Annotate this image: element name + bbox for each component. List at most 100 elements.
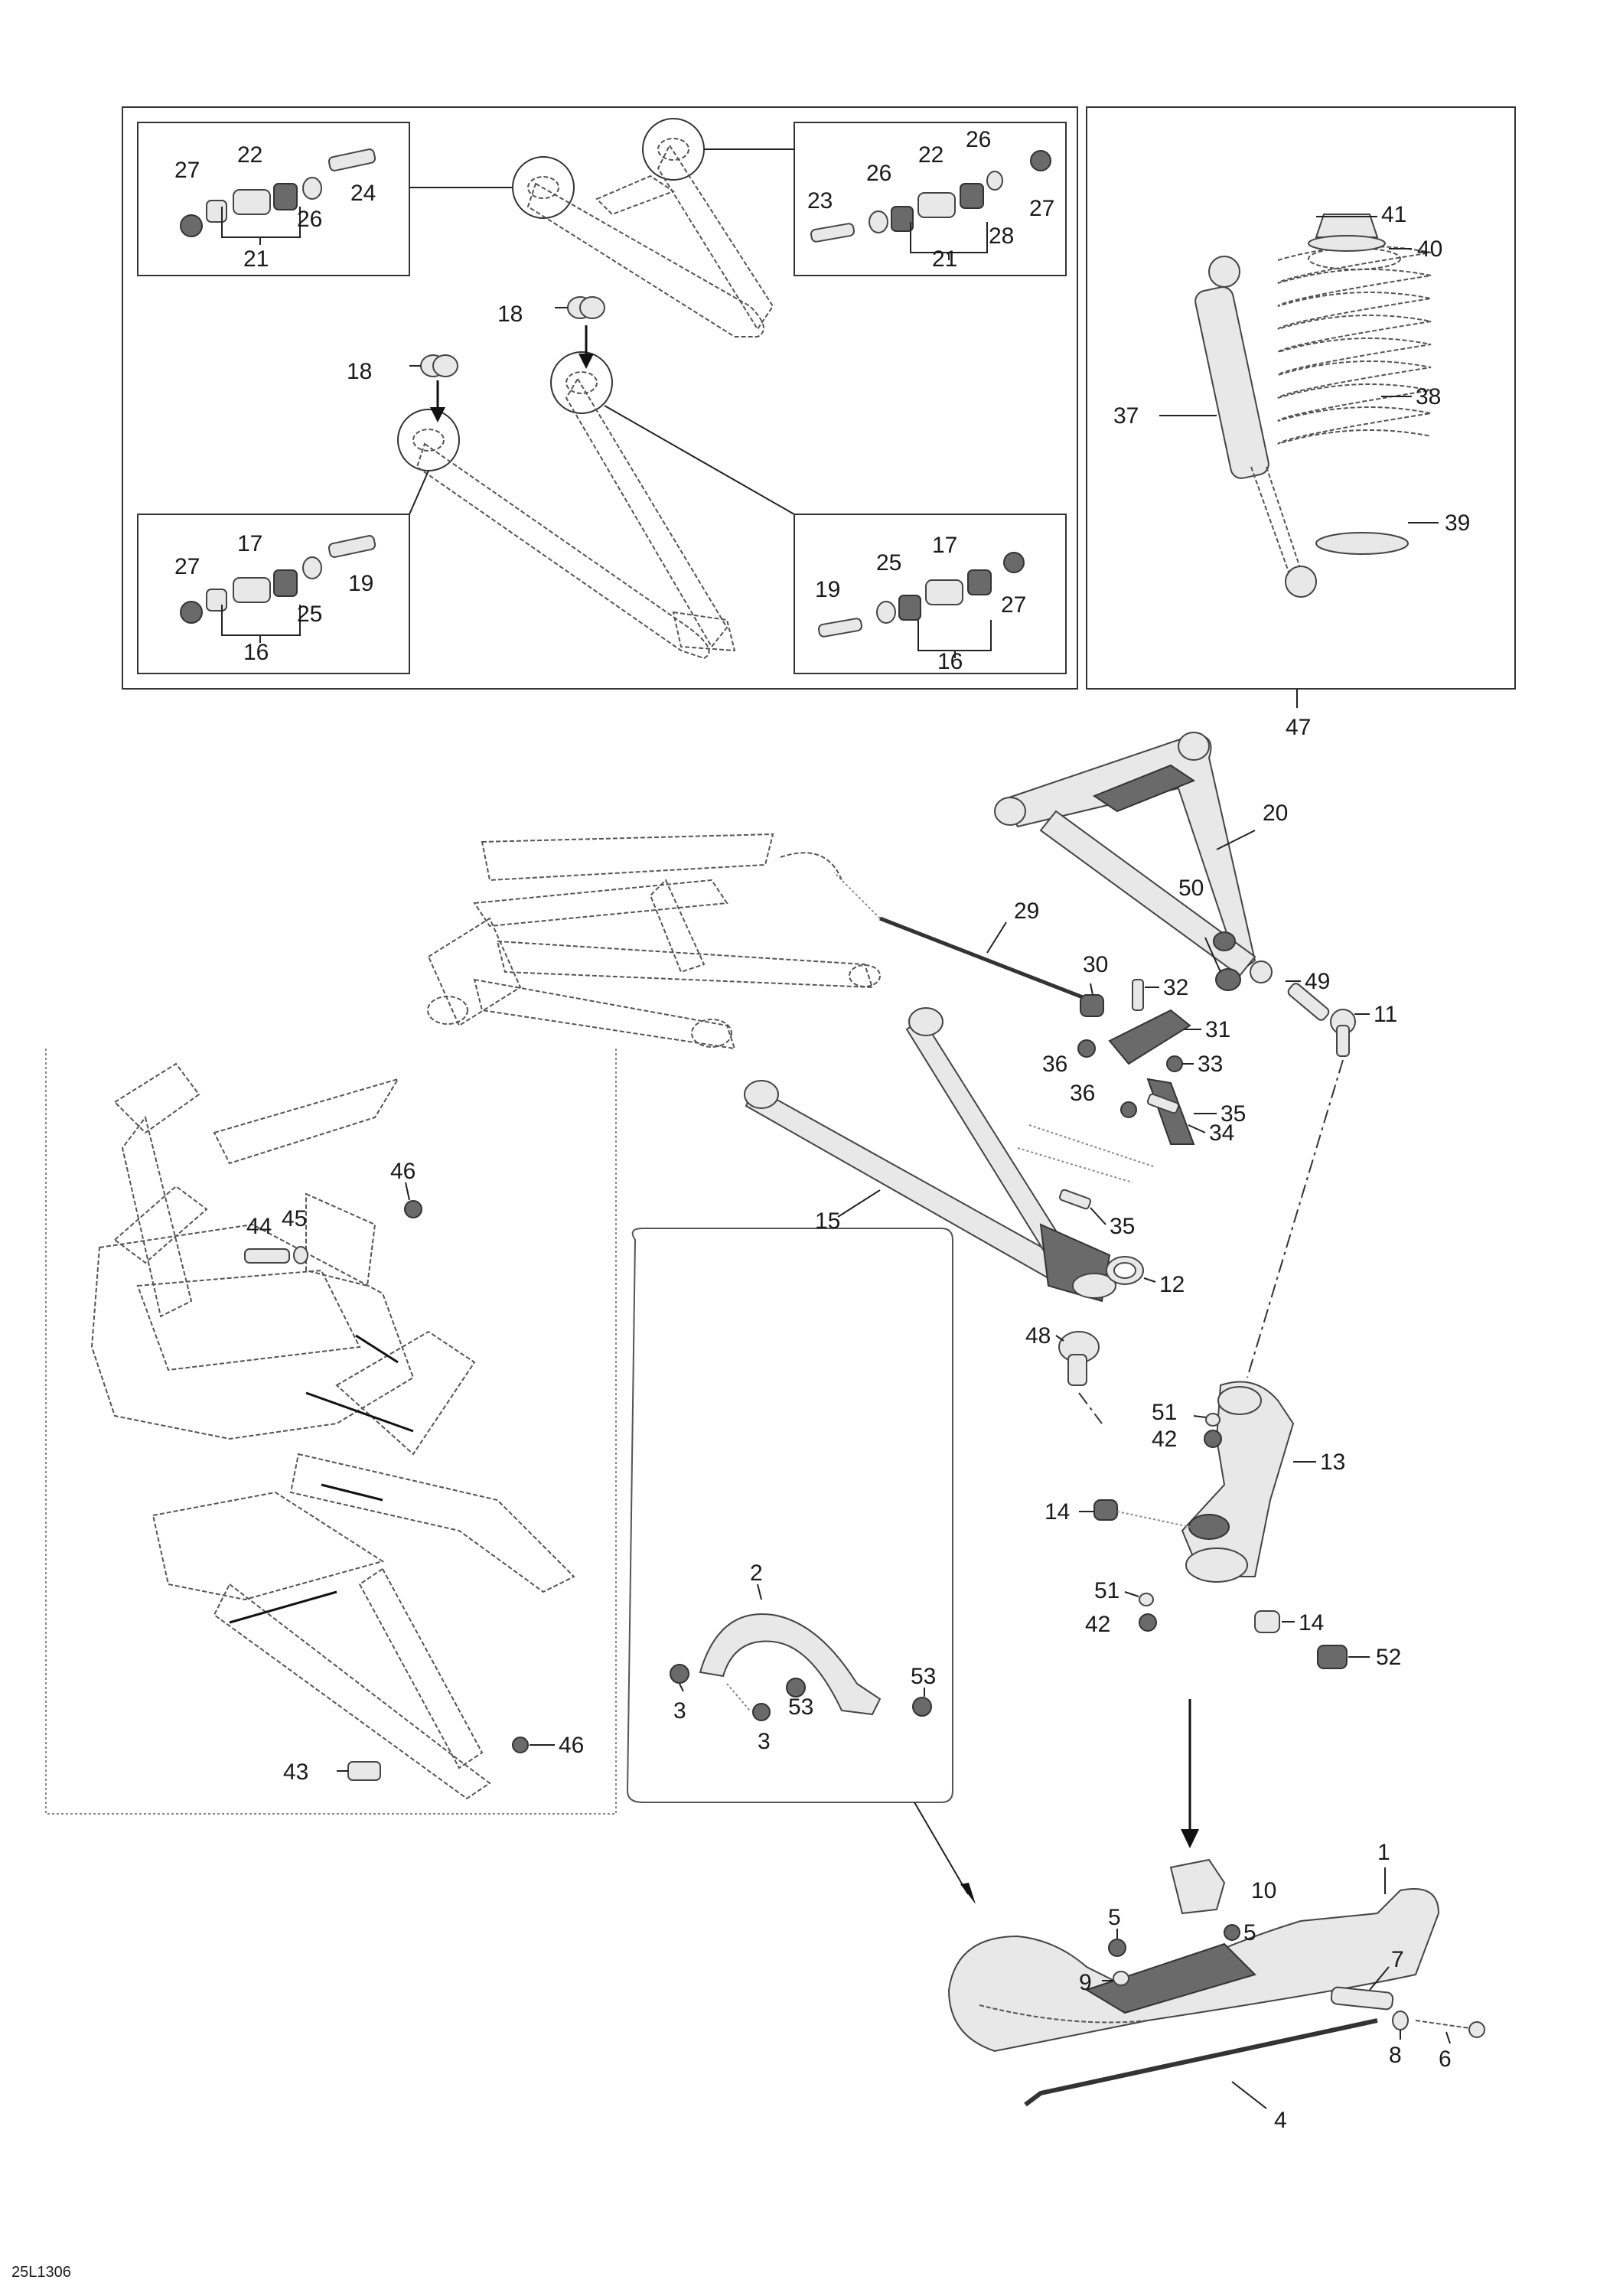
ski-handle-panel	[626, 1228, 953, 1803]
callout-c50: 50	[1178, 876, 1204, 901]
callout-c24: 24	[350, 181, 376, 206]
callout-c35a: 35	[1221, 1101, 1246, 1127]
callout-c32: 32	[1163, 975, 1188, 1000]
callout-c3a: 3	[673, 1698, 686, 1724]
callout-c17b: 17	[932, 533, 957, 558]
callout-c35b: 35	[1110, 1214, 1135, 1239]
washer-45	[293, 1246, 308, 1264]
callout-c22a: 22	[237, 142, 262, 168]
bushing-30	[1080, 994, 1104, 1017]
wear-pad-10	[1169, 1858, 1226, 1915]
callout-c30: 30	[1083, 952, 1108, 977]
callout-c1: 1	[1377, 1840, 1390, 1865]
callout-c14b: 14	[1299, 1610, 1324, 1636]
nut-5-right	[1224, 1924, 1240, 1941]
lower-a-arm-ghost	[397, 351, 736, 660]
callout-c2: 2	[750, 1561, 763, 1586]
bushing-kit-16-left	[180, 535, 376, 624]
callout-c18b: 18	[347, 359, 372, 384]
callout-c51b: 51	[1094, 1578, 1119, 1603]
bushing-kit-21-left	[180, 148, 376, 237]
callout-c36a: 36	[1042, 1052, 1067, 1077]
callout-c9: 9	[1079, 1970, 1092, 1995]
callout-c47: 47	[1286, 715, 1311, 740]
callout-c19b: 19	[815, 577, 840, 602]
callout-c38: 38	[1416, 384, 1441, 409]
nut-46-upper	[404, 1200, 422, 1218]
screw-3-center	[752, 1703, 771, 1721]
callout-c43: 43	[283, 1760, 308, 1785]
bushing-kit-16-right	[817, 552, 1025, 638]
callout-c7: 7	[1391, 1947, 1404, 1972]
callout-c46a: 46	[390, 1159, 416, 1184]
callout-c26c: 26	[966, 127, 991, 152]
callout-c10: 10	[1251, 1878, 1276, 1903]
circlip-12	[1106, 1256, 1144, 1285]
washer-8	[1392, 2011, 1409, 2030]
callout-c44: 44	[246, 1214, 272, 1239]
callout-c36b: 36	[1070, 1081, 1095, 1106]
callout-c21b: 21	[932, 246, 957, 272]
callout-c28: 28	[989, 223, 1014, 249]
callout-c25a: 25	[297, 602, 322, 627]
callout-c25b: 25	[876, 550, 901, 576]
bolt-43	[347, 1761, 381, 1781]
callout-c17a: 17	[237, 531, 262, 556]
frame-mounting-panel	[45, 1049, 617, 1815]
coil-spring	[1277, 246, 1432, 555]
callout-c27b: 27	[1029, 196, 1054, 221]
callout-c3b: 3	[758, 1729, 771, 1754]
nut-42-lower	[1139, 1613, 1157, 1632]
bolt-6	[1415, 2020, 1485, 2038]
screw-3-left	[670, 1664, 689, 1684]
callout-c16b: 16	[937, 649, 963, 674]
spindle-13	[1181, 1381, 1295, 1583]
callout-c20: 20	[1263, 801, 1288, 826]
callout-c12: 12	[1159, 1272, 1185, 1297]
callout-c51a: 51	[1152, 1400, 1177, 1425]
ball-joint-48	[1058, 1331, 1100, 1386]
callout-c39: 39	[1445, 510, 1470, 536]
callout-c16a: 16	[243, 640, 269, 665]
callout-c45: 45	[282, 1206, 307, 1231]
washer-9	[1113, 1971, 1129, 1986]
spring-retainer	[1308, 214, 1386, 252]
callout-labels: 2722242621232622262728211818271719251619…	[174, 127, 1470, 2133]
nut-36-lower	[1120, 1101, 1137, 1118]
callout-c42b: 42	[1085, 1612, 1110, 1637]
callout-c42a: 42	[1152, 1427, 1177, 1452]
callout-c46b: 46	[559, 1733, 584, 1758]
nut-42-upper	[1204, 1430, 1222, 1448]
upper-a-arm-ghost	[512, 118, 774, 338]
washer-51-upper	[1205, 1413, 1221, 1427]
callout-c27a: 27	[174, 158, 200, 183]
callout-c21a: 21	[243, 246, 269, 272]
callout-c53a: 53	[911, 1664, 936, 1689]
callout-c27c: 27	[174, 554, 200, 579]
callout-c41: 41	[1381, 202, 1406, 227]
callout-c37: 37	[1113, 403, 1139, 429]
sway-bar-link-29	[833, 872, 1087, 1001]
nut-5-left	[1108, 1939, 1126, 1957]
tie-rod-end-11	[1287, 983, 1356, 1057]
callout-c33: 33	[1198, 1052, 1223, 1077]
callout-c40: 40	[1417, 236, 1442, 262]
callout-c34: 34	[1209, 1120, 1234, 1146]
bushing-14-upper	[1093, 1499, 1118, 1521]
callout-c52: 52	[1376, 1645, 1401, 1670]
callout-c31: 31	[1205, 1017, 1230, 1042]
center-frame-ghost	[427, 833, 881, 1050]
bolt-44	[244, 1248, 290, 1264]
callout-c13: 13	[1320, 1450, 1345, 1475]
shock-absorber	[1194, 256, 1317, 598]
callout-c19a: 19	[348, 571, 373, 596]
bushing-kit-21-right	[810, 150, 1051, 243]
spacer-7	[1330, 1986, 1394, 2011]
callout-c49: 49	[1305, 969, 1330, 994]
callout-c18a: 18	[497, 302, 523, 327]
callout-c53b: 53	[788, 1694, 813, 1720]
nut-46-lower	[512, 1737, 529, 1753]
callout-c26b: 26	[866, 161, 891, 186]
callout-c14a: 14	[1045, 1499, 1070, 1525]
